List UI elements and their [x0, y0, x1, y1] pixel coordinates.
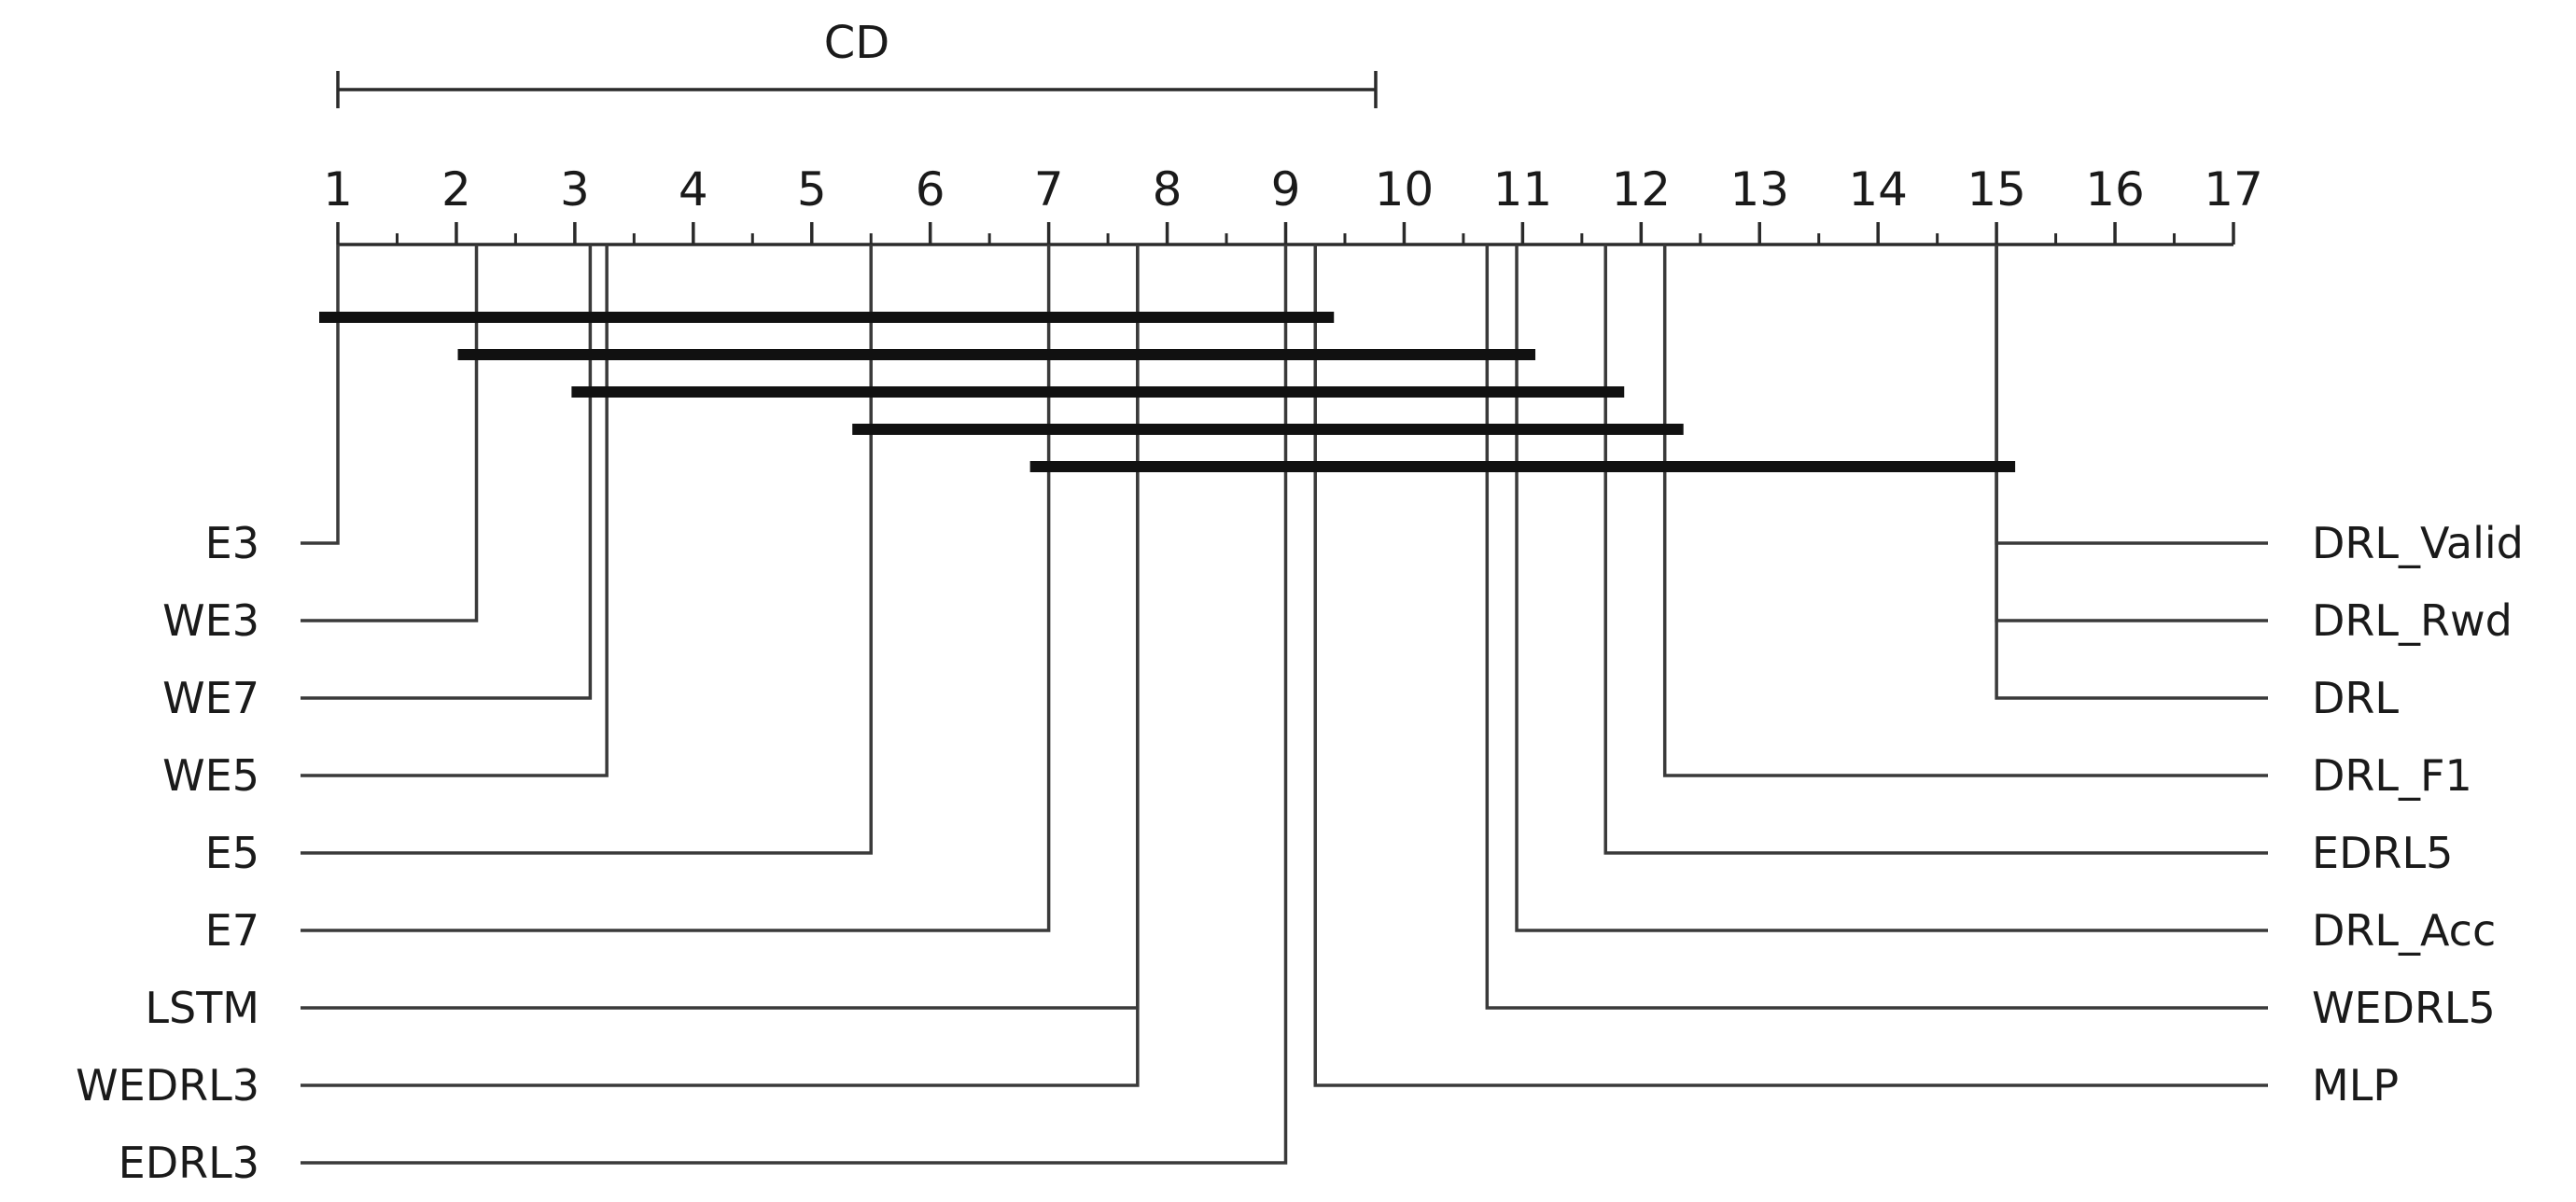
axis-tick-label: 11: [1493, 162, 1553, 217]
axis-tick-label: 2: [441, 162, 471, 217]
axis-tick-label: 13: [1729, 162, 1789, 217]
axis-tick-label: 6: [916, 162, 945, 217]
method-label: E7: [205, 905, 259, 956]
method-connector: [1995, 245, 2268, 700]
axis-tick-label: 10: [1375, 162, 1435, 217]
axis-tick-label: 16: [2085, 162, 2145, 217]
method-label: DRL_F1: [2312, 750, 2472, 801]
method-connector: [1313, 245, 2268, 1087]
method-label: LSTM: [145, 983, 259, 1033]
axis-tick-label: 4: [679, 162, 708, 217]
cd-bracket: CD: [336, 17, 1378, 108]
method-label: WE5: [162, 750, 259, 801]
axis-tick-label: 17: [2204, 162, 2263, 217]
axis-tick-label: 15: [1967, 162, 2026, 217]
method-connector: [1485, 245, 2268, 1010]
method-label: WE3: [162, 595, 259, 646]
method-label: DRL_Valid: [2312, 518, 2524, 568]
method-connector: [301, 245, 609, 777]
method-connector: [301, 245, 1140, 1087]
method-connector: [301, 245, 1288, 1165]
method-label: WEDRL5: [2312, 983, 2496, 1033]
clique-bars: [319, 312, 2016, 472]
method-label: WEDRL3: [76, 1060, 259, 1111]
method-label: DRL_Rwd: [2312, 595, 2513, 646]
method-label: MLP: [2312, 1060, 2399, 1111]
axis-tick-label: 5: [797, 162, 827, 217]
axis-tick-label: 14: [1848, 162, 1908, 217]
method-connectors: [301, 245, 2268, 1165]
method-label: WE7: [162, 673, 259, 723]
method-connector: [301, 245, 479, 622]
axis-tick-label: 7: [1034, 162, 1064, 217]
method-connector: [1515, 245, 2268, 932]
axis-tick-label: 9: [1271, 162, 1301, 217]
axis-tick-label: 8: [1153, 162, 1183, 217]
method-label: EDRL3: [119, 1138, 259, 1188]
method-connector: [301, 245, 340, 545]
method-label: EDRL5: [2312, 828, 2453, 878]
method-connector: [301, 245, 873, 855]
method-label: DRL: [2312, 673, 2399, 723]
method-label: DRL_Acc: [2312, 905, 2496, 956]
axis-tick-label: 1: [323, 162, 353, 217]
method-connector: [1603, 245, 2268, 855]
axis-tick-label: 3: [560, 162, 590, 217]
method-connector: [1662, 245, 2268, 777]
method-label: E5: [205, 828, 259, 878]
cd-label: CD: [824, 17, 889, 69]
method-connector: [301, 245, 1051, 932]
method-connector: [1995, 245, 2268, 545]
axis-tick-label: 12: [1612, 162, 1672, 217]
method-label: E3: [205, 518, 259, 568]
method-connector: [1995, 245, 2268, 622]
